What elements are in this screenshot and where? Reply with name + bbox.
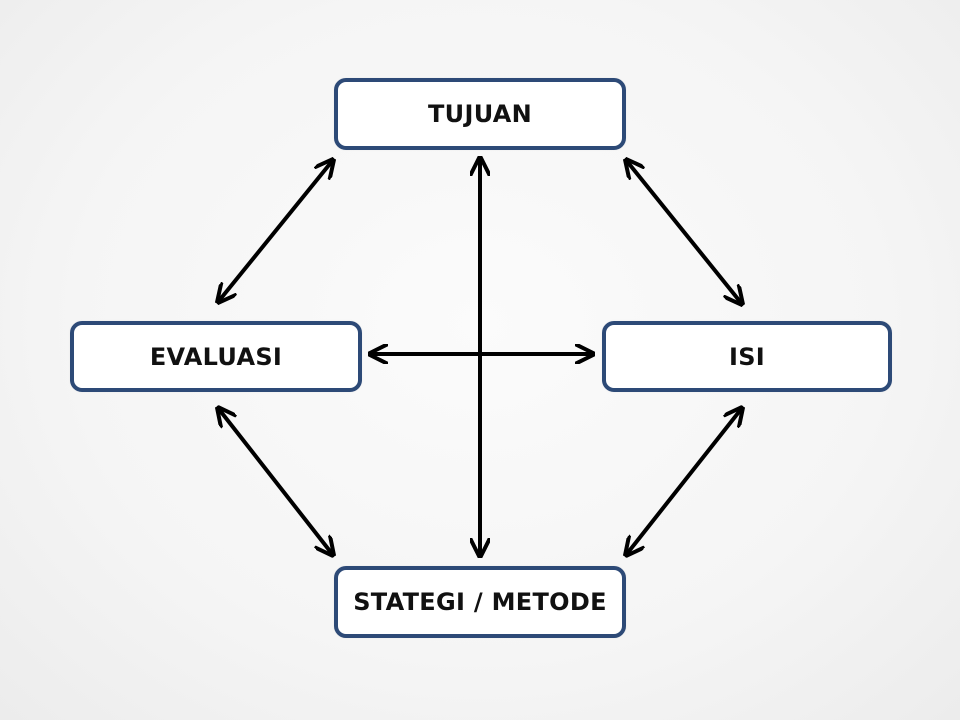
arrow-tujuan-isi (626, 160, 742, 304)
node-tujuan-label: TUJUAN (428, 100, 532, 128)
node-tujuan: TUJUAN (334, 78, 626, 150)
node-isi-label: ISI (728, 342, 766, 371)
node-strategi-metode: STATEGI / METODE (334, 566, 626, 638)
arrow-tujuan-evaluasi (218, 160, 333, 302)
node-strategi-metode-label: STATEGI / METODE (353, 588, 607, 616)
node-evaluasi-label: EVALUASI (149, 342, 283, 371)
arrow-isi-strategi (626, 408, 742, 555)
node-isi: ISI (602, 321, 892, 392)
arrow-evaluasi-strategi (218, 408, 333, 555)
node-evaluasi: EVALUASI (70, 321, 362, 392)
